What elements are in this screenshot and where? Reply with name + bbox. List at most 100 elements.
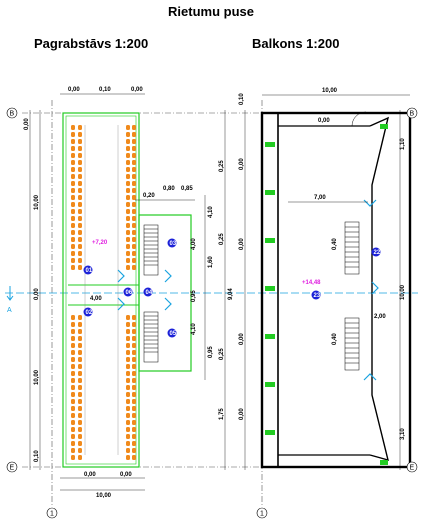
- seat: [132, 385, 136, 390]
- seat: [126, 427, 130, 432]
- axis-markers: B E B E 1 1 A: [6, 107, 418, 519]
- seat: [132, 216, 136, 221]
- svg-text:22: 22: [374, 250, 381, 256]
- seat: [126, 244, 130, 249]
- seat: [126, 371, 130, 376]
- seat: [78, 230, 82, 235]
- seat: [126, 174, 130, 179]
- seat: [71, 413, 75, 418]
- svg-text:0,40: 0,40: [332, 333, 338, 345]
- seat: [71, 378, 75, 383]
- seat: [126, 202, 130, 207]
- seat: [126, 195, 130, 200]
- svg-text:23: 23: [314, 293, 321, 299]
- seat: [78, 244, 82, 249]
- seat: [126, 237, 130, 242]
- svg-text:0,95: 0,95: [191, 290, 197, 302]
- seat: [71, 399, 75, 404]
- seat: [78, 195, 82, 200]
- seat: [126, 146, 130, 151]
- seat: [126, 399, 130, 404]
- seat: [78, 336, 82, 341]
- svg-text:0,00: 0,00: [131, 87, 143, 93]
- seat: [126, 216, 130, 221]
- seat: [78, 160, 82, 165]
- seat: [78, 350, 82, 355]
- left-dimension-lines: [29, 93, 226, 491]
- seat: [78, 216, 82, 221]
- window-mark: [380, 124, 388, 129]
- seat: [126, 251, 130, 256]
- seat: [126, 336, 130, 341]
- svg-text:10,00: 10,00: [34, 369, 40, 385]
- left-inner-wall: [65, 115, 137, 465]
- left-annex-wall: [138, 214, 192, 372]
- seat: [78, 153, 82, 158]
- seat: [71, 441, 75, 446]
- svg-text:10,00: 10,00: [96, 493, 112, 499]
- section-mark: A: [7, 307, 12, 314]
- seat: [132, 406, 136, 411]
- seat: [71, 258, 75, 263]
- svg-text:4,10: 4,10: [208, 206, 214, 218]
- left-level: +7,20: [92, 240, 108, 246]
- seat: [71, 209, 75, 214]
- section-arrow-icon: [6, 286, 14, 301]
- seat: [78, 209, 82, 214]
- seat: [71, 188, 75, 193]
- seat: [71, 132, 75, 137]
- seat: [71, 167, 75, 172]
- seat: [78, 406, 82, 411]
- seat: [126, 378, 130, 383]
- seat: [126, 406, 130, 411]
- svg-text:0,00: 0,00: [34, 288, 40, 300]
- seat: [132, 448, 136, 453]
- seat: [132, 146, 136, 151]
- seat: [71, 329, 75, 334]
- svg-text:1,10: 1,10: [400, 138, 406, 150]
- seat: [71, 195, 75, 200]
- window-mark: [265, 430, 275, 435]
- right-stair-lower: [344, 317, 360, 371]
- svg-text:04: 04: [146, 290, 153, 296]
- seat: [71, 392, 75, 397]
- seat: [132, 427, 136, 432]
- svg-text:0,95: 0,95: [208, 346, 214, 358]
- seat: [126, 455, 130, 460]
- seat: [71, 336, 75, 341]
- seat: [78, 434, 82, 439]
- seat: [78, 392, 82, 397]
- seat: [126, 350, 130, 355]
- svg-text:1: 1: [260, 511, 264, 518]
- seat: [132, 420, 136, 425]
- drawing-title: Rietumu puse: [168, 4, 254, 19]
- seat: [78, 258, 82, 263]
- seat: [71, 153, 75, 158]
- seat: [78, 188, 82, 193]
- doors: [117, 269, 172, 311]
- seat: [132, 434, 136, 439]
- seat: [126, 230, 130, 235]
- seat: [132, 167, 136, 172]
- seat: [126, 132, 130, 137]
- seat: [78, 237, 82, 242]
- seat: [78, 448, 82, 453]
- window-mark: [265, 286, 275, 291]
- svg-text:03: 03: [170, 241, 177, 247]
- seat: [132, 350, 136, 355]
- seat: [132, 455, 136, 460]
- svg-text:0,80: 0,80: [163, 186, 175, 192]
- seat: [71, 343, 75, 348]
- seat: [71, 385, 75, 390]
- seat: [78, 420, 82, 425]
- svg-text:0,10: 0,10: [99, 87, 111, 93]
- seat: [132, 202, 136, 207]
- seat: [126, 392, 130, 397]
- seat: [126, 125, 130, 130]
- right-windows: [265, 124, 388, 465]
- seat: [78, 364, 82, 369]
- seat: [71, 364, 75, 369]
- seat: [132, 378, 136, 383]
- svg-text:1,60: 1,60: [208, 256, 214, 268]
